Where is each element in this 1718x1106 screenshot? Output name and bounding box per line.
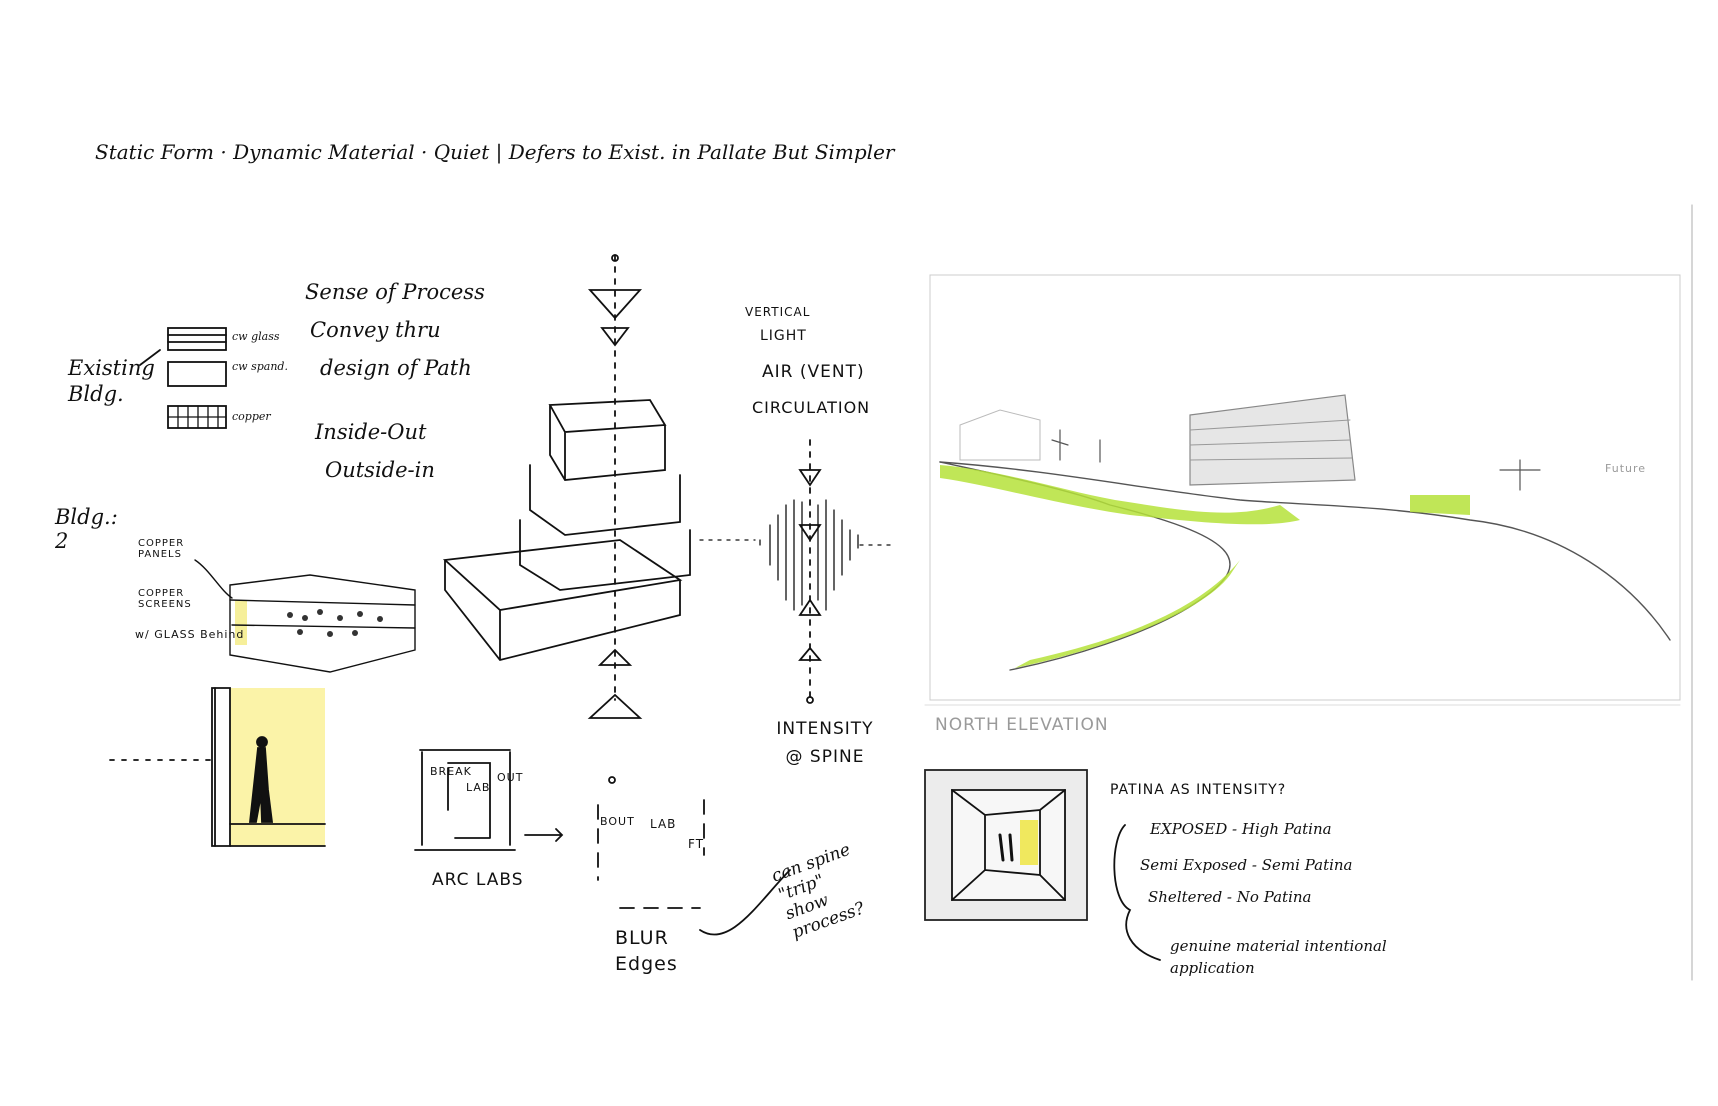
arc-labs-lab: LAB — [466, 781, 491, 794]
blur-edges-caption: BLUR Edges — [615, 927, 678, 975]
stacked-volumes — [442, 254, 691, 784]
spine-diagram — [699, 439, 891, 704]
north-elevation — [924, 204, 1693, 981]
lab-diagrams — [414, 749, 791, 936]
legend-cw-spandrel: cw spand. — [232, 360, 288, 373]
blur-edges-lab: LAB — [650, 817, 677, 831]
concept-convey-thru: Convey thru — [310, 318, 441, 342]
note-circulation: CIRCULATION — [752, 398, 871, 417]
page-title: Static Form · Dynamic Material · Quiet |… — [95, 140, 895, 164]
note-air-vent: AIR (VENT) — [762, 362, 865, 382]
section-sketch — [109, 687, 326, 847]
blur-edges-bout: BOUT — [600, 815, 635, 828]
patina-heading: PATINA AS INTENSITY? — [1110, 782, 1287, 798]
bldg2-sketch — [194, 559, 416, 673]
future-label: Future — [1605, 462, 1647, 475]
patina-footer: genuine material intentional application — [1170, 937, 1387, 977]
arc-labs-caption: ARC LABS — [432, 870, 524, 890]
legend-copper: copper — [232, 410, 271, 423]
patina-semi-exposed: Semi Exposed - Semi Patina — [1140, 856, 1353, 874]
legend-cw-glass: cw glass — [232, 330, 280, 343]
concept-inside-out: Inside-Out — [315, 420, 427, 444]
arc-labs-out: OUT — [497, 771, 524, 784]
legend-swatches — [139, 327, 227, 429]
existing-bldg-label: Existing Bldg. — [68, 356, 155, 406]
annotation-glass-behind: w/ GLASS Behind — [135, 628, 245, 641]
patina-exposed: EXPOSED - High Patina — [1150, 820, 1332, 838]
concept-outside-in: Outside-in — [325, 458, 435, 482]
note-vertical: VERTICAL — [745, 305, 811, 319]
arc-labs-break: BREAK — [430, 765, 472, 778]
blur-edges-ft: FT — [688, 837, 705, 851]
intensity-at-spine: INTENSITY @ SPINE — [776, 719, 874, 767]
patina-sheltered: Sheltered - No Patina — [1148, 888, 1312, 906]
concept-sense-of-process: Sense of Process — [305, 280, 485, 304]
note-light: LIGHT — [760, 328, 807, 344]
patina-perspective — [924, 769, 1161, 961]
annotation-copper-screens: COPPER SCREENS — [138, 588, 192, 610]
bldg2-label: Bldg.: 2 — [55, 505, 118, 553]
annotation-copper-panels: COPPER PANELS — [138, 538, 185, 560]
concept-design-of-path: design of Path — [320, 356, 472, 380]
elevation-caption: NORTH ELEVATION — [935, 715, 1109, 735]
